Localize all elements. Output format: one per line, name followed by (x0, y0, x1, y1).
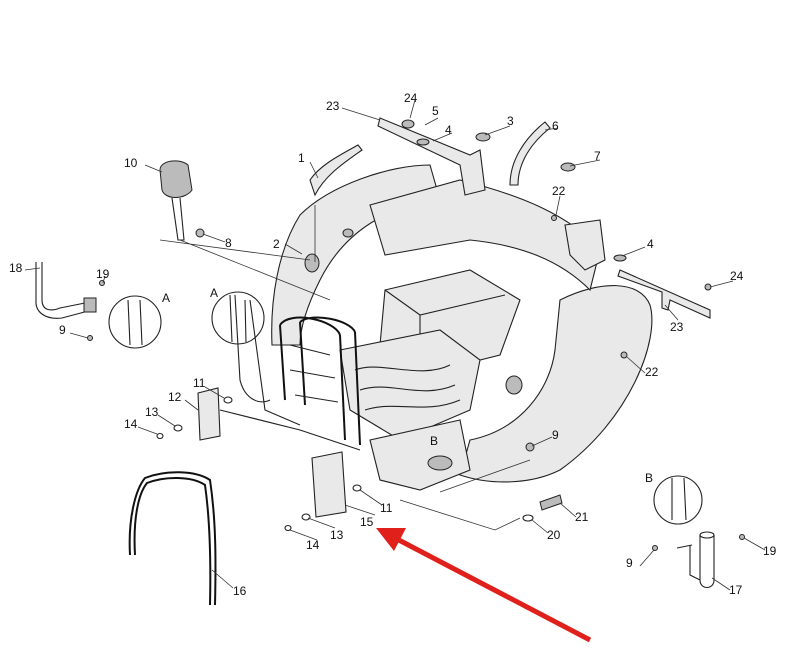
callout: 15 (360, 515, 374, 529)
part-16-seal (128, 471, 217, 606)
callout: 13 (330, 528, 344, 542)
part-21-bolt (539, 494, 563, 511)
callout: 3 (507, 114, 514, 128)
fender-lamp-left-2 (342, 228, 354, 238)
callout: 8 (225, 236, 232, 250)
callout: 13 (145, 405, 159, 419)
callout: 16 (233, 584, 247, 598)
callout: A (210, 286, 218, 300)
part-10-light (159, 160, 193, 198)
callout: 12 (168, 390, 182, 404)
part-23-bracket (377, 117, 486, 196)
callout: 17 (729, 583, 743, 597)
callout: 4 (647, 237, 654, 251)
callout: 20 (547, 528, 561, 542)
rear-cowl (369, 179, 601, 292)
floor-frame (339, 329, 481, 441)
callout: 1 (298, 151, 305, 165)
callout: 9 (626, 556, 633, 570)
fender-lamp-right (505, 375, 523, 395)
callout: 5 (432, 104, 439, 118)
part-17-bracket (676, 535, 715, 589)
detail-a-left (108, 295, 162, 349)
detail-b (653, 475, 703, 525)
callout: 24 (730, 269, 744, 283)
callout: 9 (59, 323, 66, 337)
callout: 19 (96, 267, 110, 281)
callout: 22 (645, 365, 659, 379)
callout: 14 (306, 538, 320, 552)
callout: 7 (594, 149, 601, 163)
detail-a-right (211, 291, 265, 345)
callout: 14 (124, 417, 138, 431)
rops-frame (279, 316, 361, 446)
part-12-panel (197, 387, 221, 441)
callout: 9 (552, 428, 559, 442)
red-arrow (376, 528, 592, 643)
rear-frame (369, 419, 471, 491)
callout-labels: 24 5 23 4 3 6 1 7 10 22 2 8 4 24 18 19 A… (9, 91, 777, 598)
callout: A (162, 291, 170, 305)
callout: 2 (273, 237, 280, 251)
part-1-handle (309, 144, 363, 197)
part-23-right-bracket (617, 269, 711, 319)
part-6-handle (509, 121, 551, 186)
callout: 23 (670, 320, 684, 334)
left-fender (271, 164, 441, 346)
callout: B (430, 434, 438, 448)
callout: 22 (552, 184, 566, 198)
callout: 23 (326, 99, 340, 113)
callout: 24 (404, 91, 418, 105)
callout: 6 (552, 119, 559, 133)
callout: 11 (380, 501, 393, 515)
callout: 19 (763, 544, 777, 558)
callout: 18 (9, 261, 23, 275)
washers (87, 215, 745, 551)
callout: 21 (575, 510, 589, 524)
part-15-panel (311, 451, 347, 518)
callout: 11 (193, 376, 206, 390)
part-22-bracket (564, 219, 606, 271)
callout: B (645, 471, 653, 485)
right-fender (459, 285, 653, 483)
callout: 4 (445, 123, 452, 137)
fender-lamp-left (304, 253, 320, 273)
callout: 10 (124, 156, 138, 170)
